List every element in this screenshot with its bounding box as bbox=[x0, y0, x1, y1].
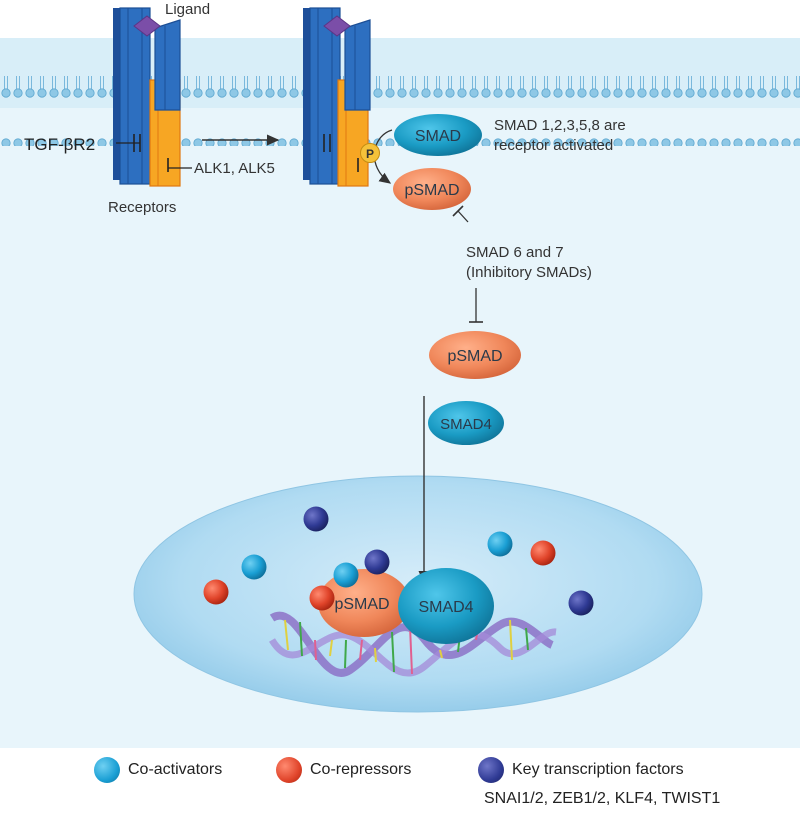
tgf-receptor-label: TGF-βR2 bbox=[24, 135, 95, 154]
corepressor-dot bbox=[203, 579, 229, 605]
coactivator-dot bbox=[241, 554, 267, 580]
nuclear-cofactors bbox=[203, 506, 594, 616]
ligand-label: Ligand bbox=[165, 1, 210, 18]
legend-corepressors-label: Co-repressors bbox=[310, 761, 412, 778]
pathway-illustration: Ligand TGF-βR2 ALK1, ALK5 Receptors P SM… bbox=[0, 0, 800, 748]
inhibitory-line2: (Inhibitory SMADs) bbox=[466, 264, 592, 281]
smad-activated-line1: SMAD 1,2,3,5,8 are bbox=[494, 117, 626, 134]
legend: Co-activators Co-repressors Key transcri… bbox=[0, 748, 800, 824]
smad4-oval-mid bbox=[428, 401, 504, 445]
legend-key-tf-list: SNAI1/2, ZEB1/2, KLF4, TWIST1 bbox=[484, 790, 721, 807]
inhibition-bar-upper bbox=[452, 205, 464, 217]
psmad-oval-top-label: pSMAD bbox=[404, 182, 459, 199]
legend-item-key-transcription-factors: Key transcription factors bbox=[478, 757, 684, 783]
receptors-label: Receptors bbox=[108, 199, 176, 216]
smad4-oval-nucleus-label: SMAD4 bbox=[418, 599, 473, 616]
corepressor-dot bbox=[530, 540, 556, 566]
transcription-factor-dot bbox=[303, 506, 329, 532]
smad-oval-label: SMAD bbox=[415, 128, 461, 145]
legend-coactivators-label: Co-activators bbox=[128, 761, 223, 778]
transcription-factor-swatch bbox=[478, 757, 504, 783]
coactivator-dot bbox=[333, 562, 359, 588]
psmad-oval-nucleus-label: pSMAD bbox=[334, 596, 389, 613]
smad4-oval-mid-label: SMAD4 bbox=[440, 416, 492, 433]
legend-key-tf-label: Key transcription factors bbox=[512, 761, 684, 778]
corepressor-swatch bbox=[276, 757, 302, 783]
transcription-factor-dot bbox=[364, 549, 390, 575]
coactivator-swatch bbox=[94, 757, 120, 783]
smad4-oval-nucleus bbox=[398, 568, 494, 644]
phosphate-group: P bbox=[360, 129, 393, 184]
psmad-oval-top bbox=[393, 168, 471, 210]
psmad-oval-mid bbox=[429, 331, 521, 379]
receptor-complex-active bbox=[303, 7, 371, 187]
phosphate-label: P bbox=[366, 147, 374, 161]
corepressor-dot bbox=[309, 585, 335, 611]
alk-label: ALK1, ALK5 bbox=[194, 160, 275, 177]
transcription-factor-dot bbox=[568, 590, 594, 616]
receptor-complex-inactive bbox=[113, 7, 192, 187]
inhibitory-line1: SMAD 6 and 7 bbox=[466, 244, 564, 261]
legend-item-corepressors: Co-repressors bbox=[276, 757, 411, 783]
smad-oval bbox=[394, 114, 482, 156]
inhibition-line-upper bbox=[457, 210, 469, 223]
psmad-oval-mid-label: pSMAD bbox=[447, 348, 502, 365]
legend-item-coactivators: Co-activators bbox=[94, 757, 222, 783]
coactivator-dot bbox=[487, 531, 513, 557]
smad-activated-line2: receptor activated bbox=[494, 137, 613, 154]
